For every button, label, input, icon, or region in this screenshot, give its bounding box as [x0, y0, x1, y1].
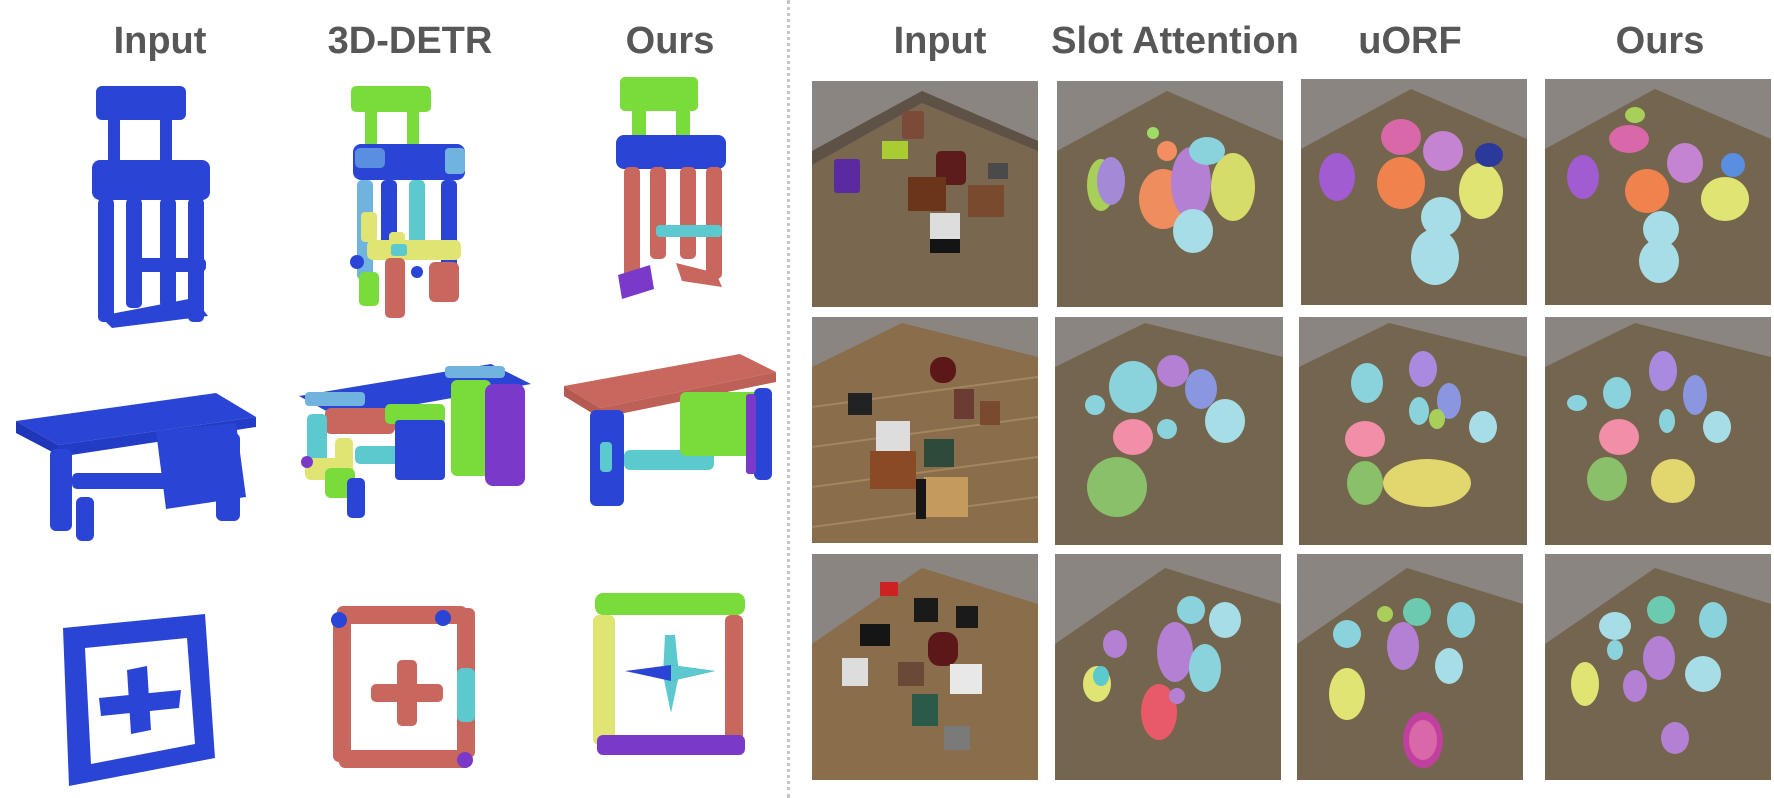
scene1-slot-attention-image — [1057, 81, 1283, 307]
scene3-slot-attention-image — [1055, 554, 1281, 780]
right-header-input: Input — [893, 20, 987, 62]
panel-divider — [787, 0, 790, 798]
scene2-input-image — [812, 317, 1038, 543]
right-header-uorf: uORF — [1358, 20, 1462, 62]
scene1-ours-image — [1545, 79, 1771, 305]
chair-ours-render — [610, 75, 740, 305]
desk-input-render — [10, 385, 260, 545]
scene1-input-image — [812, 81, 1038, 307]
frame-ours-render — [585, 585, 755, 760]
scene2-ours-image — [1545, 317, 1771, 545]
chair-3d-detr-render — [345, 82, 475, 322]
left-header-input: Input — [113, 20, 207, 62]
scene2-uorf-image — [1299, 317, 1527, 545]
frame-3d-detr-render — [325, 600, 495, 775]
chair-input-render — [90, 80, 230, 330]
scene3-ours-image — [1545, 554, 1771, 780]
desk-3d-detr-render — [295, 360, 535, 535]
right-header-slot-attention: Slot Attention — [1051, 20, 1299, 62]
right-header-ours: Ours — [1615, 20, 1705, 62]
frame-input-render — [55, 608, 225, 793]
left-header-3d-detr: 3D-DETR — [327, 20, 493, 62]
left-header-ours: Ours — [625, 20, 715, 62]
scene2-slot-attention-image — [1055, 317, 1283, 545]
scene3-uorf-image — [1297, 554, 1523, 780]
desk-ours-render — [560, 350, 780, 520]
scene1-uorf-image — [1301, 79, 1527, 305]
scene3-input-image — [812, 554, 1038, 780]
